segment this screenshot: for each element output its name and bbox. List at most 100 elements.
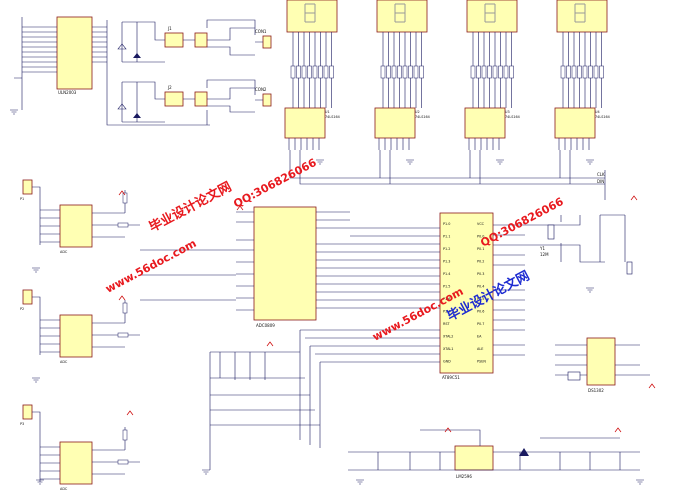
vcc-arrow [118,190,126,196]
relay-block-1: J1 [164,26,208,48]
relay-2-label: J2 [167,85,172,90]
rtc-chip: DS1302 [555,337,650,393]
sensor-wires [32,186,140,245]
watermark-url-1: www.56doc.com [103,237,198,296]
clk-net-label: CLK [597,172,605,177]
latch-chip [464,107,506,139]
ground-symbol [636,479,644,485]
mcu-pin-label: P1.2 [443,247,450,251]
latch-chip-part: 74LS164 [415,115,430,119]
sensor-chip-label: ADC [60,487,68,491]
driver-chip: ULN2003 [56,16,93,95]
segment-resistor [571,65,577,79]
segment-resistor [408,65,413,79]
segment-resistor [487,65,492,79]
segment-resistor [481,65,487,79]
segment-resistor [509,65,514,79]
mcu-pin-label: P0.2 [477,260,484,264]
mcu-pin-labels-right: VCCP0.0P0.1P0.2P0.3P0.4P0.5P0.6P0.7EAALE… [477,222,486,364]
ground-symbol [356,479,364,485]
segment-resistor [402,65,408,79]
crystal-value: 12M [540,252,549,257]
regulator-label: LM2596 [456,474,472,479]
sensor-connector-label: P2 [20,307,24,311]
mcu-pin-label: P1.0 [443,222,450,226]
sensor-resistor [117,222,129,228]
segment-glyph [394,3,406,23]
segment-resistor [560,65,566,79]
mcu-pin-label: P1.3 [443,260,450,264]
adc-wires [140,211,440,311]
display-bus [289,150,606,200]
mcu-pin-label: P0.4 [477,285,484,289]
segment-resistor [470,65,476,79]
ground-symbols [10,109,644,485]
mcu-pin-label: ALE [477,347,483,351]
relay-1-label: J1 [167,26,172,31]
ground-symbol [406,159,414,165]
mcu-pin-labels-left: P1.0P1.1P1.2P1.3P1.4P1.5P1.6P1.7RSTXTAL2… [443,222,453,364]
relay-block-2: J2 [164,85,208,107]
mcu-pin-label: P1.4 [443,272,450,276]
sensor-chip-label: ADC [60,250,68,254]
driver-chip-label: ULN2003 [58,90,77,95]
seven-segment-display [286,0,338,33]
mcu-chip: AT89C51 [439,212,494,380]
segment-resistor [566,65,571,79]
segment-glyph [304,3,316,23]
segment-glyph [484,3,496,23]
segment-resistor [329,65,334,79]
segment-resistor [577,65,582,79]
segment-resistor [582,65,588,79]
segment-resistor [312,65,318,79]
ground-symbol [202,469,210,475]
connector-2-label: CON2 [255,87,267,92]
segment-resistor [498,65,503,79]
segment-glyph [574,3,586,23]
sensor-resistor [117,459,129,465]
mcu-pin-label: P1.6 [443,297,450,301]
seven-segment-display [376,0,428,33]
mcu-pin-label: GND [443,360,451,364]
latch-bottom-wires [378,138,410,150]
latch-bottom-wires [288,138,320,150]
crystal-circuit: Y1 12M [539,214,633,275]
segment-resistor [323,65,329,79]
mcu-pin-label: P0.6 [477,310,484,314]
seven-segment-display [466,0,518,33]
rtc-chip-label: DS1302 [588,388,604,393]
watermark-site-name-1: 毕业设计论文网 [146,179,234,236]
ground-symbol [32,377,40,383]
latch-chip-part: 74LS164 [505,115,520,119]
latch-bottom-wires [468,138,500,150]
ground-symbol [10,109,18,115]
segment-resistor [476,65,481,79]
vcc-arrow [118,295,126,301]
sensor-connector [22,179,33,195]
segment-resistor [290,65,296,79]
segment-resistor [397,65,402,79]
sensor-resistor [117,332,129,338]
mcu-pin-label: PSEN [477,360,486,364]
latch-chip [554,107,596,139]
relay-connectors: CON1 CON2 [255,29,272,107]
segment-resistor [599,65,604,79]
mcu-pin-label: XTAL1 [443,347,453,351]
latch-chip-label: U3 [505,110,510,114]
segment-resistor [386,65,391,79]
segment-resistor [301,65,307,79]
mcu-pin-label: P0.1 [477,247,484,251]
segment-resistor [318,65,323,79]
vcc-arrow [126,410,134,416]
mcu-pin-label: RST [443,322,451,326]
adc-chip: ADC0809 [253,206,317,328]
vcc-markers [118,190,656,433]
